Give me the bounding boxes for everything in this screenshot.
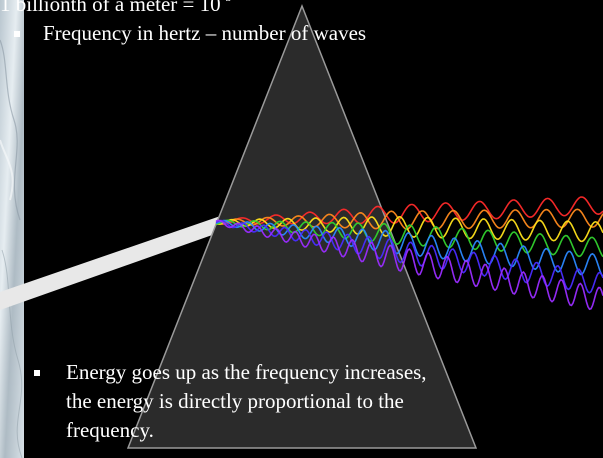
marble-texture-border [0,0,24,458]
bullet-energy-line-2: the energy is directly proportional to t… [66,389,404,413]
glass-prism [126,3,478,449]
spectrum-waves [215,196,603,311]
top-line-text: 1 billionth of a meter = 10-9 [0,0,232,16]
bullet-energy-line-3: frequency. [66,418,154,442]
white-light-beam [0,212,232,310]
bullet-marker [34,370,40,376]
bullet-energy-line-1: Energy goes up as the frequency increase… [66,360,427,384]
spectrum-wave [215,219,603,258]
spectrum-wave [215,219,603,294]
spectrum-wave [215,208,603,230]
bullet-frequency-text: Frequency in hertz – number of waves [43,21,367,45]
spectrum-wave [215,196,603,225]
spectrum-wave [215,219,603,311]
bullet-marker [14,31,20,37]
